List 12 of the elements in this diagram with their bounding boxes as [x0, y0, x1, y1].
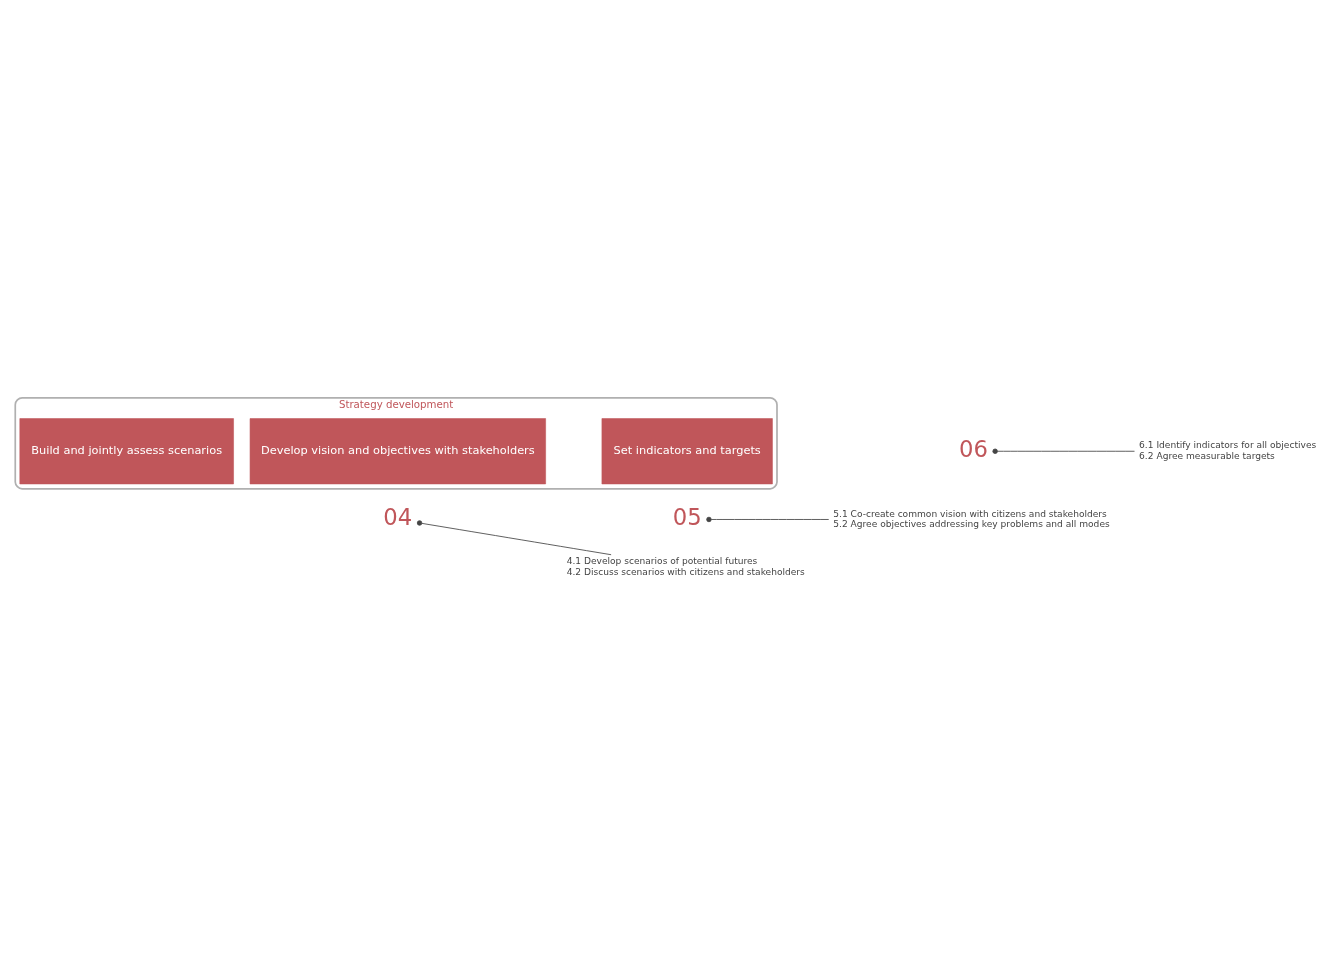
node-text: 4.1 Develop scenarios of potential futures 4.2 Discuss scenarios with citizens and stakeholders — [566, 555, 805, 576]
connector — [416, 519, 612, 555]
node-text: 05 — [672, 503, 702, 530]
node-text: 06 — [958, 435, 988, 462]
connector — [706, 516, 830, 522]
node-text: 04 — [383, 503, 413, 530]
node-box: Develop vision and objectives with stakeholders — [249, 417, 546, 484]
node-box: Set indicators and targets — [601, 417, 773, 484]
node-text: 5.1 Co-create common vision with citizens and stakeholders 5.2 Agree objectives addressing key problems and all modes — [833, 508, 1110, 529]
node-box: Build and jointly assess scenarios — [19, 417, 234, 484]
connector — [992, 448, 1135, 454]
node-text: 6.1 Identify indicators for all objectives 6.2 Agree measurable targets — [1139, 439, 1317, 461]
